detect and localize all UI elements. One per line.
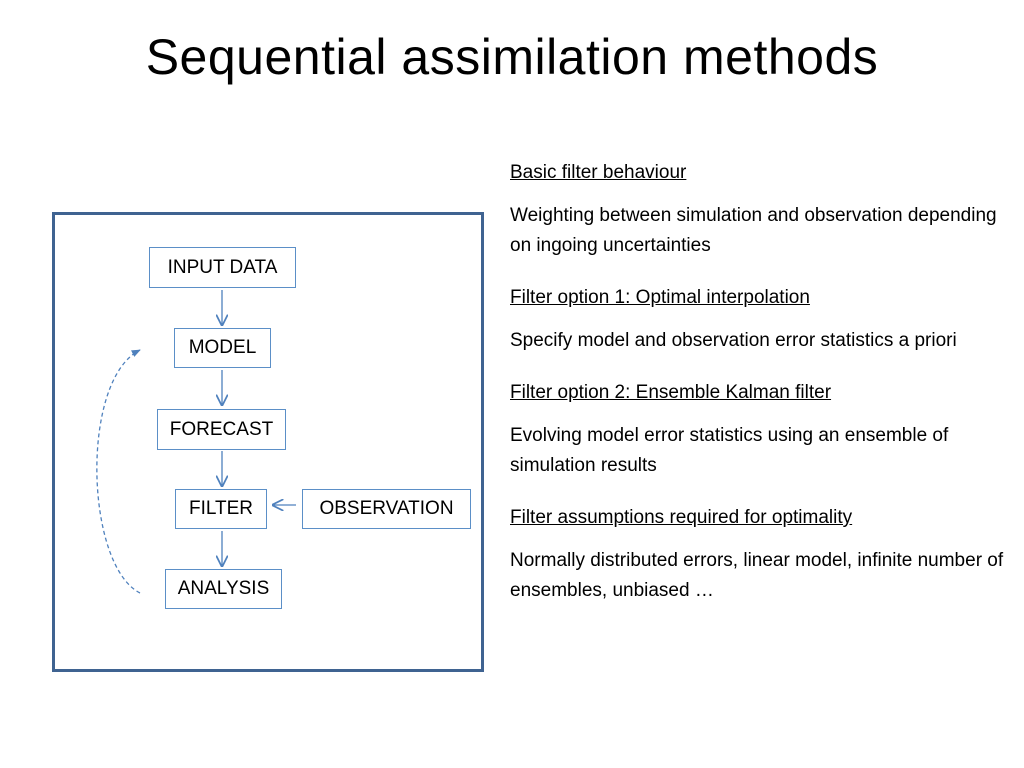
node-forecast: FORECAST [157,409,286,450]
note-text: Normally distributed errors, linear mode… [510,550,1004,601]
notes-panel: Basic filter behaviour Weighting between… [510,158,1010,628]
feedback-dashed-arrow [96,349,141,594]
note-section: Filter assumptions required for optimali… [510,503,1010,606]
note-section: Filter option 2: Ensemble Kalman filter … [510,378,1010,481]
note-section: Filter option 1: Optimal interpolation S… [510,283,1010,356]
node-observation: OBSERVATION [302,489,471,529]
slide-title: Sequential assimilation methods [145,29,879,85]
note-text: Weighting between simulation and observa… [510,205,997,256]
node-model: MODEL [174,328,271,368]
note-heading: Basic filter behaviour [510,162,687,183]
node-input-data: INPUT DATA [149,247,296,288]
note-text: Specify model and observation error stat… [510,330,957,351]
node-filter: FILTER [175,489,267,529]
note-heading: Filter option 2: Ensemble Kalman filter [510,382,832,403]
note-text: Evolving model error statistics using an… [510,425,949,476]
note-section: Basic filter behaviour Weighting between… [510,158,1010,261]
diagram-frame [52,212,484,672]
note-heading: Filter assumptions required for optimali… [510,507,853,528]
node-analysis: ANALYSIS [165,569,282,609]
note-heading: Filter option 1: Optimal interpolation [510,287,810,308]
